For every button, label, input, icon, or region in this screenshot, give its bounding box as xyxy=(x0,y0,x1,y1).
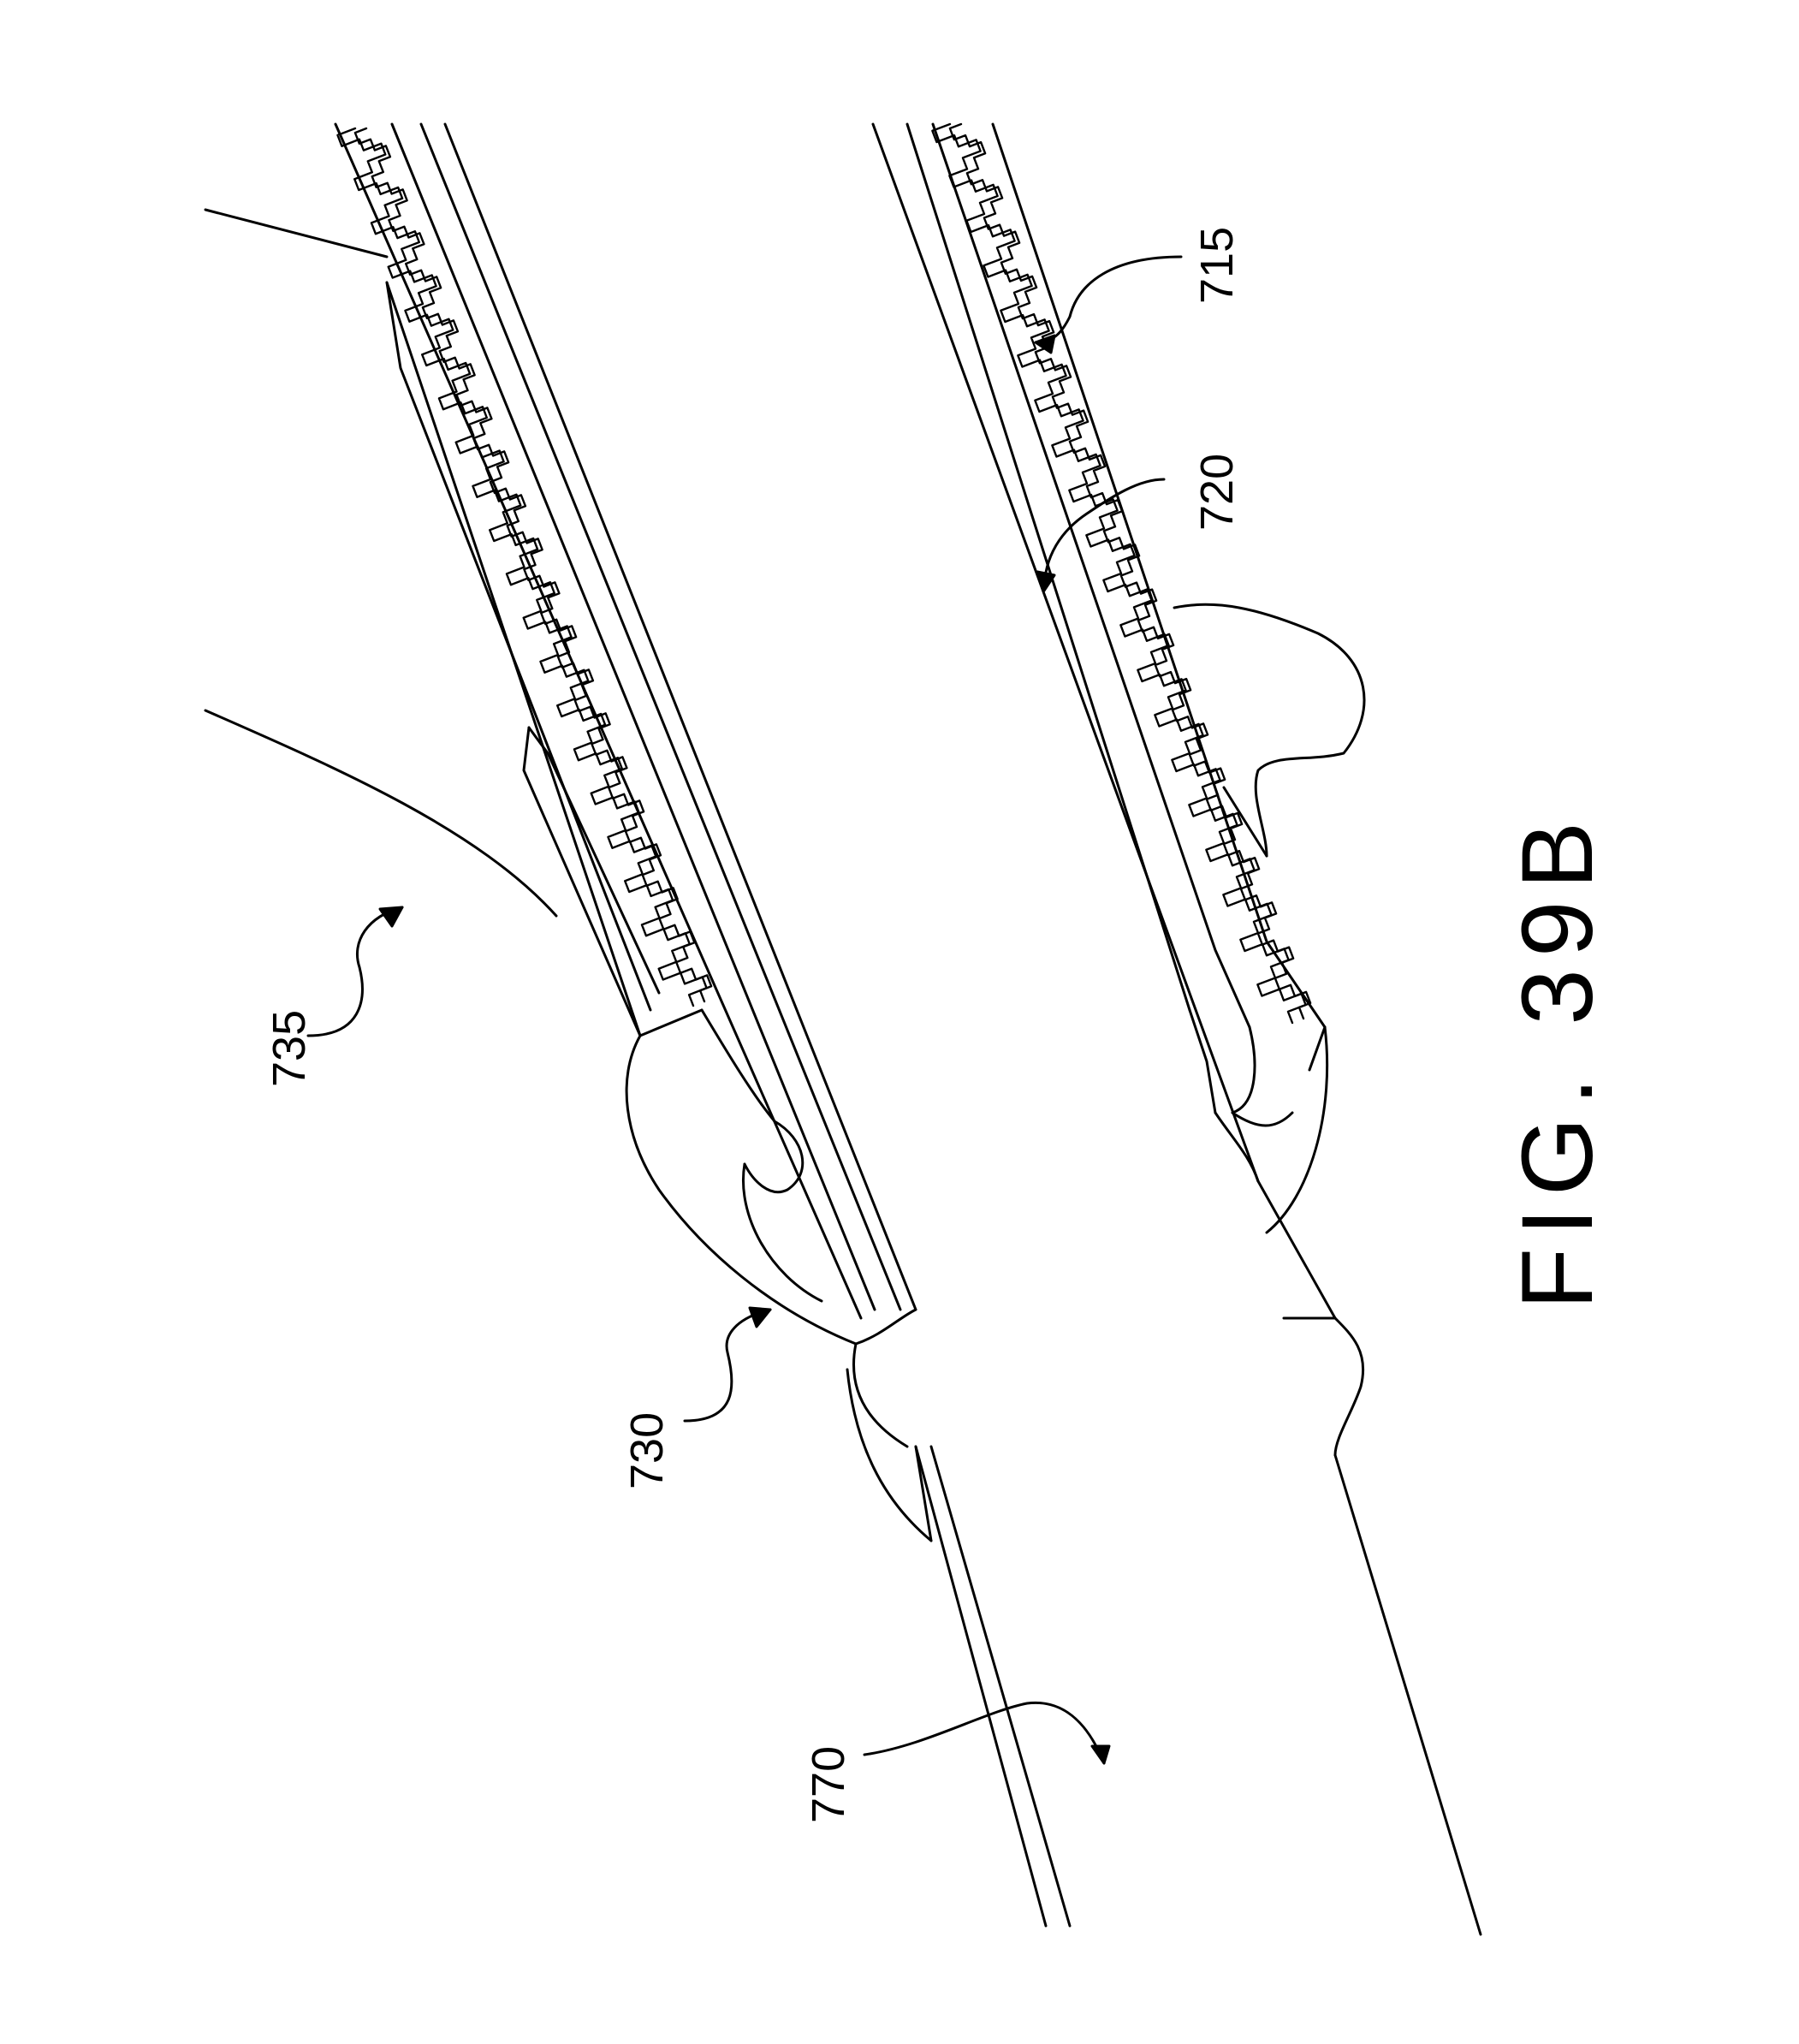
figure-title: FIG. 39B xyxy=(1501,810,1614,1310)
lower-jaw xyxy=(873,124,1481,1934)
label-770: 770 xyxy=(803,1746,854,1823)
reference-labels: 735 730 770 720 715 FIG. 39B xyxy=(264,227,1614,1823)
leader-lines xyxy=(205,210,1181,1763)
upper-jaw xyxy=(335,124,1070,1926)
upper-staple-row xyxy=(338,128,712,1006)
lower-fin xyxy=(1174,604,1364,856)
label-720: 720 xyxy=(1191,454,1243,531)
arrowhead-735 xyxy=(380,907,402,926)
lower-staple-row xyxy=(932,124,1310,1023)
lower-nose xyxy=(1215,1027,1363,1455)
label-715: 715 xyxy=(1191,227,1243,304)
label-730: 730 xyxy=(621,1412,673,1489)
label-735: 735 xyxy=(264,1010,315,1087)
